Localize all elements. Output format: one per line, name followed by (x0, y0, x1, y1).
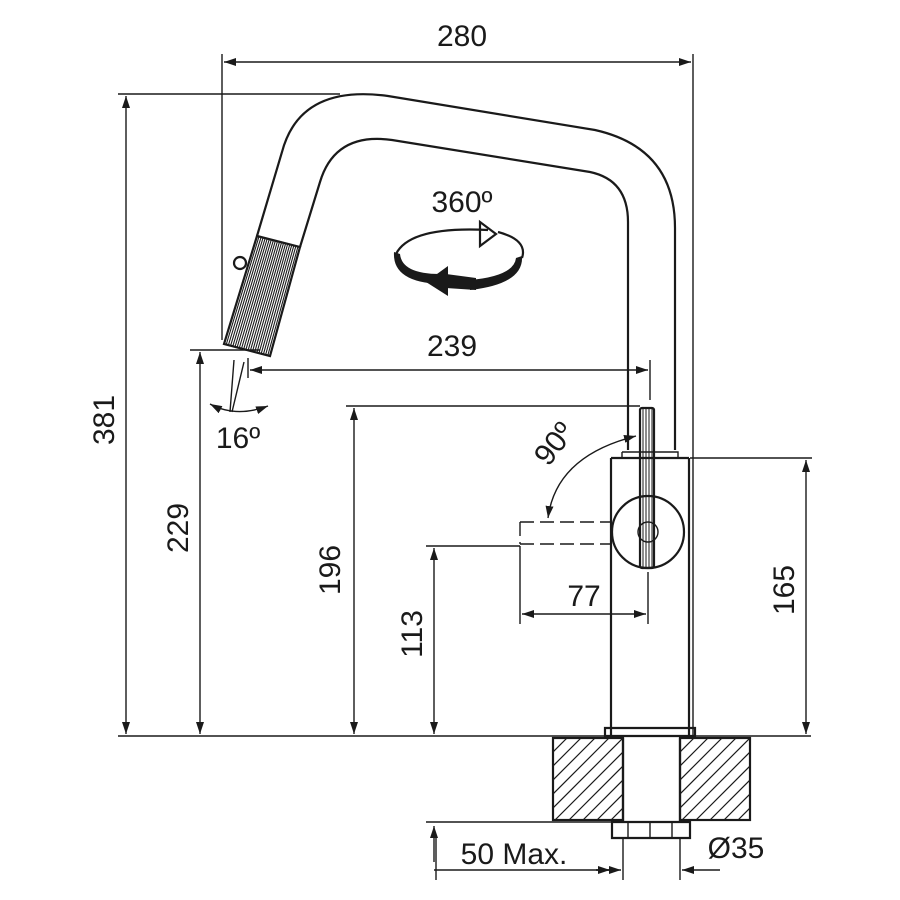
dim-77-label: 77 (567, 580, 600, 613)
dim-77: 77 (519, 546, 649, 624)
dim-113: 113 (396, 545, 520, 734)
dim-16deg: 16º (209, 359, 269, 455)
dim-113-label: 113 (396, 610, 429, 658)
dim-381-label: 381 (88, 395, 121, 445)
dim-239: 239 (247, 330, 651, 400)
dim-381: 381 (88, 93, 340, 734)
dim-280: 280 (221, 20, 694, 735)
faucet-body (603, 451, 697, 738)
dim-50-max: 50 Max. (426, 821, 612, 880)
lever-handle (519, 406, 686, 570)
dim-90deg: 90º (528, 416, 637, 519)
dim-229: 229 (162, 349, 260, 734)
dim-360-label: 360º (431, 186, 492, 219)
countertop-section (551, 736, 752, 840)
dim-239-label: 239 (427, 330, 477, 363)
dim-280-label: 280 (437, 20, 487, 53)
spray-head (222, 234, 302, 358)
dim-165: 165 (690, 457, 812, 734)
faucet-spout (255, 93, 677, 450)
dim-196-label: 196 (314, 545, 347, 595)
rotation-360-indicator: 360º (393, 186, 525, 296)
dim-16deg-label: 16º (216, 422, 260, 455)
dim-196: 196 (314, 405, 640, 734)
dim-35-diameter: Ø35 (596, 832, 764, 880)
dim-50-max-label: 50 Max. (461, 838, 568, 871)
dim-165-label: 165 (768, 565, 801, 615)
dim-90deg-label: 90º (528, 416, 581, 471)
dim-229-label: 229 (162, 503, 195, 553)
dim-35-label: Ø35 (708, 832, 765, 865)
